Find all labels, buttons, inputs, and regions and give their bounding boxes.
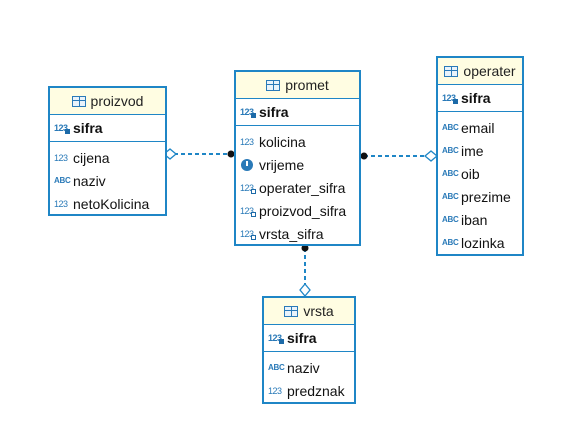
foreign-key-icon: 123 [240,183,256,194]
attribute-row[interactable]: 123 kolicina [236,130,359,153]
attribute-name: predznak [287,382,345,399]
mandatory-end-dot [360,152,368,160]
attribute-row[interactable]: 123 predznak [264,379,354,402]
attribute-name: ime [461,142,484,159]
primary-key-row[interactable]: 123 sifra [236,99,359,126]
primary-key-row[interactable]: 123 sifra [438,85,522,112]
entity-header: promet [236,72,359,99]
attribute-name: lozinka [461,234,505,251]
attribute-name: netoKolicina [73,195,150,212]
attribute-name: vrsta_sifra [259,225,324,242]
attribute-name: oib [461,165,480,182]
key-number-icon: 123 [442,93,458,104]
attribute-name: iban [461,211,488,228]
key-number-icon: 123 [54,123,70,134]
table-icon [266,79,281,91]
attribute-name: email [461,119,495,136]
attribute-name: kolicina [259,133,306,150]
attribute-name: prezime [461,188,511,205]
text-icon: ABC [442,238,459,247]
text-icon: ABC [442,215,459,224]
attribute-name: cijena [73,149,110,166]
optional-end-marker [299,282,311,298]
table-icon [444,65,459,77]
primary-key-row[interactable]: 123 sifra [50,115,165,142]
number-icon: 123 [268,385,282,396]
mandatory-end-dot [301,244,309,252]
foreign-key-icon: 123 [240,229,256,240]
entity-title: vrsta [303,303,334,319]
attribute-name: sifra [73,120,103,136]
number-icon: 123 [54,198,68,209]
attribute-name: naziv [287,359,320,376]
key-number-icon: 123 [240,107,256,118]
entity-header: operater [438,58,522,85]
attribute-row[interactable]: 123 netoKolicina [50,192,165,215]
entity-header: vrsta [264,298,354,325]
text-icon: ABC [268,363,285,372]
number-icon: 123 [54,152,68,163]
key-number-icon: 123 [268,333,284,344]
attribute-name: sifra [259,104,289,120]
attribute-name: vrijeme [259,156,305,173]
text-icon: ABC [442,146,459,155]
text-icon: ABC [442,123,459,132]
attribute-row[interactable]: 123 cijena [50,146,165,169]
optional-end-marker [162,148,178,160]
primary-key-row[interactable]: 123 sifra [264,325,354,352]
entity-title: proizvod [90,93,144,109]
entity-title: operater [463,63,516,79]
entity-header: proizvod [50,88,165,115]
attribute-name: sifra [461,90,491,106]
attribute-name: operater_sifra [259,179,346,196]
text-icon: ABC [54,176,71,185]
text-icon: ABC [442,192,459,201]
mandatory-end-dot [227,150,235,158]
entity-title: promet [285,77,329,93]
table-icon [284,305,299,317]
attribute-row[interactable]: vrijeme [236,153,359,176]
attribute-name: sifra [287,330,317,346]
clock-icon [241,158,253,171]
attribute-name: naziv [73,172,106,189]
foreign-key-icon: 123 [240,206,256,217]
table-icon [71,95,86,107]
attribute-name: proizvod_sifra [259,202,347,219]
text-icon: ABC [442,169,459,178]
entity-promet[interactable]: promet 123 sifra 123 kolicina vrijeme 123… [234,70,361,246]
number-icon: 123 [240,136,254,147]
